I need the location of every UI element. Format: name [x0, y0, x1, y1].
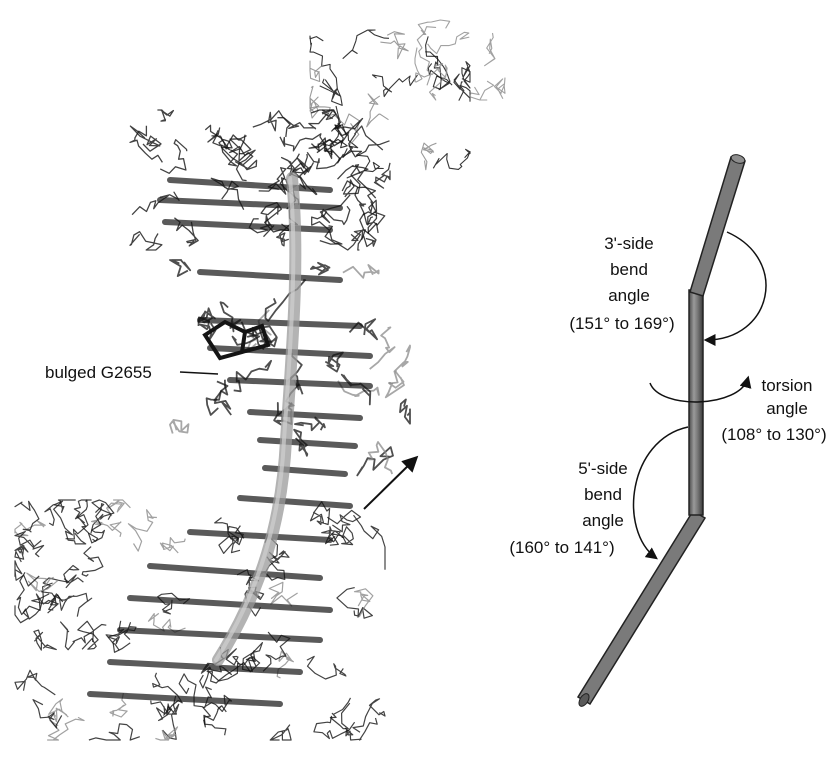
molecule-strand — [48, 717, 85, 740]
label-5-side: 5'-side — [578, 459, 628, 478]
rod-3-side — [690, 157, 745, 296]
base-pair-stack — [120, 630, 320, 640]
base-pair-stack — [90, 694, 280, 704]
molecule-strand — [160, 538, 185, 553]
molecule-strand — [373, 75, 418, 97]
label-3-range: (151° to 169°) — [569, 314, 674, 333]
bulged-leader-line — [180, 372, 218, 374]
molecule-strand — [269, 582, 297, 606]
molecule-strand — [327, 510, 360, 531]
molecule-strand — [54, 501, 86, 544]
molecule-strand — [430, 65, 448, 100]
label-3-angle: angle — [608, 286, 650, 305]
molecule-strand — [354, 515, 386, 569]
molecule-strand — [311, 263, 330, 275]
molecule-strand — [343, 265, 379, 278]
molecule-strand — [253, 111, 290, 137]
base-pair-stack — [265, 468, 345, 474]
molecule-strand — [130, 232, 162, 250]
molecule-strand — [343, 30, 389, 59]
molecule-strand — [64, 566, 84, 588]
label-torsion-range: (108° to 130°) — [721, 425, 826, 444]
label-torsion: torsion — [761, 376, 812, 395]
molecule-strand — [270, 725, 291, 740]
molecule-strand — [205, 125, 237, 166]
molecule-strand — [400, 399, 410, 423]
molecule-strand — [367, 94, 389, 127]
molecule-strand — [60, 593, 92, 616]
molecule-strand — [295, 417, 325, 430]
molecule-strand — [82, 547, 103, 577]
molecule-strand — [310, 36, 340, 96]
molecule-strand — [277, 114, 328, 129]
molecule-strand — [307, 656, 346, 679]
molecule-strand — [61, 622, 94, 650]
molecule-strand — [485, 33, 495, 66]
molecule-strand — [215, 518, 244, 543]
direction-arrow — [364, 458, 416, 509]
molecule-strand — [158, 110, 174, 121]
base-pair-stack — [165, 222, 330, 230]
label-bulged-g2655: bulged G2655 — [45, 363, 152, 382]
molecule-strand — [33, 700, 62, 728]
base-pair-stack — [150, 566, 320, 578]
label-3-side: 3'-side — [604, 234, 654, 253]
molecule-strand — [330, 698, 350, 729]
molecule-strand — [421, 143, 436, 170]
label-3-bend: bend — [610, 260, 648, 279]
molecule-strand — [160, 140, 187, 174]
label-5-angle: angle — [582, 511, 624, 530]
molecule-strand — [200, 658, 256, 688]
molecule-strand — [350, 319, 378, 339]
base-pair-stack — [240, 498, 350, 506]
molecule-strand — [428, 32, 470, 53]
label-5-range: (160° to 141°) — [509, 538, 614, 557]
molecule-strand — [462, 62, 470, 88]
molecule-strand — [380, 32, 408, 59]
molecule-strand — [34, 630, 56, 650]
molecule-strand — [128, 510, 157, 551]
molecule-strand — [330, 527, 353, 545]
molecule-strand — [15, 670, 55, 695]
molecule-strand — [433, 149, 470, 169]
molecule-strand — [78, 621, 107, 649]
label-torsion-angle: angle — [766, 399, 808, 418]
base-pair-stack — [130, 598, 330, 610]
base-pair-stack — [260, 440, 355, 446]
molecule-strand — [234, 361, 271, 392]
molecule-strand — [170, 260, 190, 276]
label-5-bend: bend — [584, 485, 622, 504]
molecule-strand — [494, 78, 505, 99]
molecule-strand — [469, 81, 493, 100]
molecule-strand — [170, 420, 189, 434]
molecule-strand — [353, 699, 385, 733]
molecule-strand — [454, 74, 470, 101]
base-pair-stack — [250, 412, 360, 418]
molecule-strand — [89, 724, 140, 740]
molecule-strand — [15, 545, 28, 562]
base-pair-stack — [160, 200, 340, 208]
molecule-strand — [15, 501, 39, 532]
base-pair-stack — [190, 532, 330, 540]
molecule-strand — [375, 163, 391, 188]
